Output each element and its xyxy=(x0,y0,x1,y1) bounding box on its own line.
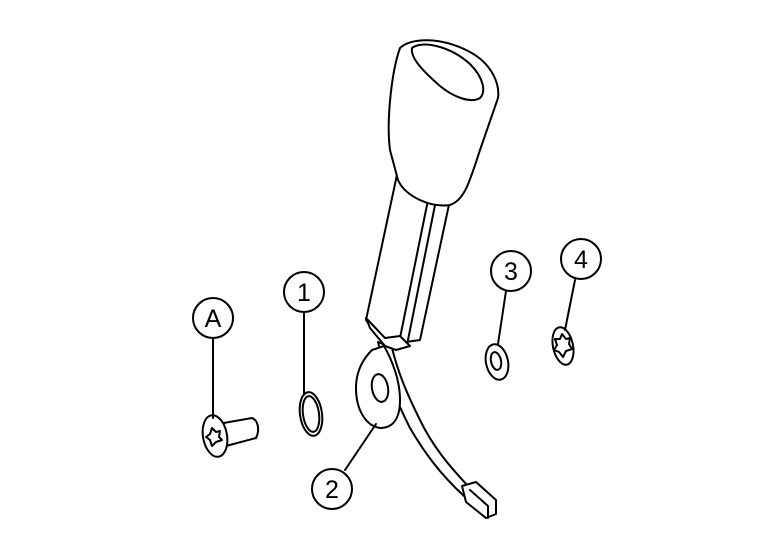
callout-3-label: 3 xyxy=(504,258,518,286)
callout-2: 2 xyxy=(311,468,353,510)
leader-lines xyxy=(212,279,576,471)
callout-4-label: 4 xyxy=(574,246,588,274)
callout-1: 1 xyxy=(283,271,325,313)
connector xyxy=(461,481,497,519)
callout-a: A xyxy=(192,297,234,339)
washer-1 xyxy=(298,391,324,437)
callout-3: 3 xyxy=(490,250,532,292)
buckle-head xyxy=(387,39,500,207)
callout-a-label: A xyxy=(205,305,222,333)
bolt xyxy=(201,414,260,458)
callout-2-label: 2 xyxy=(325,476,339,504)
callout-4: 4 xyxy=(560,238,602,280)
washer-3 xyxy=(484,343,510,381)
star-washer-4 xyxy=(551,326,575,366)
callout-1-label: 1 xyxy=(297,279,311,307)
anchor-plate xyxy=(355,345,401,429)
